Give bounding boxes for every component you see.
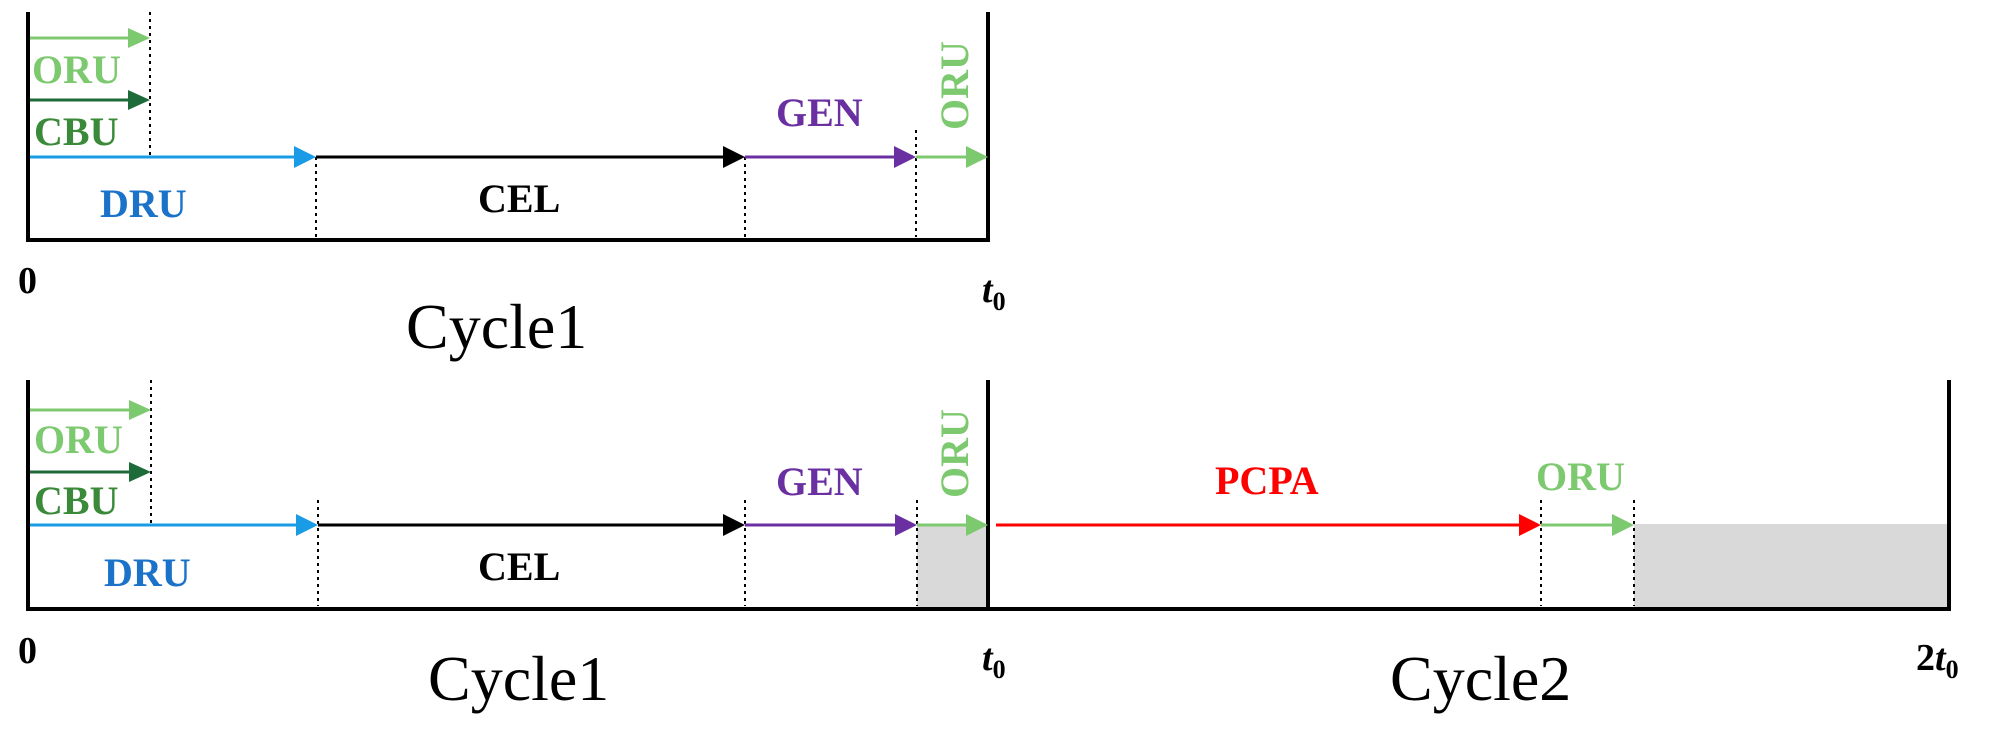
bottom-dru-arrow <box>30 514 318 536</box>
top-panel: ORU CBU DRU CEL GEN ORU <box>18 12 1006 362</box>
bottom-cycle2-label: Cycle2 <box>1390 643 1571 714</box>
bottom-pcpa-label: PCPA <box>1215 458 1319 503</box>
bottom-panel: ORU CBU DRU CEL GEN ORU <box>18 380 1959 714</box>
bottom-pcpa-arrow <box>996 514 1541 536</box>
bottom-idle-block-2 <box>1634 524 1949 608</box>
top-cbu-label: CBU <box>34 109 118 154</box>
top-oru-short-arrow <box>916 146 988 168</box>
bottom-oru-arrow <box>30 400 151 420</box>
bottom-dru-label: DRU <box>104 550 191 595</box>
top-tick-t0: t0 <box>982 269 1006 316</box>
top-oru-arrow <box>30 28 150 48</box>
bottom-tick-2t0: 2t0 <box>1916 637 1959 684</box>
top-axis-frame <box>26 12 990 242</box>
bottom-oru-cycle2-label: ORU <box>1536 454 1625 499</box>
bottom-cbu-arrow <box>30 462 151 482</box>
bottom-oru-label: ORU <box>34 417 123 462</box>
bottom-oru-short-arrow <box>917 514 988 536</box>
bottom-oru-vertical-label: ORU <box>932 409 977 498</box>
top-tick-zero: 0 <box>18 260 37 302</box>
bottom-tick-zero: 0 <box>18 630 37 672</box>
top-cycle1-label: Cycle1 <box>406 291 587 362</box>
bottom-oru-cycle2-arrow <box>1541 514 1634 536</box>
bottom-cycle1-label: Cycle1 <box>428 643 609 714</box>
bottom-cel-label: CEL <box>478 544 560 589</box>
top-cel-arrow <box>316 146 745 168</box>
bottom-cbu-label: CBU <box>34 478 118 523</box>
bottom-gen-label: GEN <box>776 459 863 504</box>
top-oru-vertical-label: ORU <box>932 41 977 130</box>
top-dru-label: DRU <box>100 181 187 226</box>
top-dru-arrow <box>30 146 316 168</box>
bottom-cel-arrow <box>318 514 745 536</box>
top-gen-arrow <box>745 146 916 168</box>
bottom-tick-t0: t0 <box>982 637 1006 684</box>
bottom-gen-arrow <box>745 514 917 536</box>
top-oru-label: ORU <box>32 47 121 92</box>
top-gen-label: GEN <box>776 90 863 135</box>
top-cel-label: CEL <box>478 176 560 221</box>
top-cbu-arrow <box>30 90 150 110</box>
bottom-idle-block-1 <box>917 524 988 608</box>
